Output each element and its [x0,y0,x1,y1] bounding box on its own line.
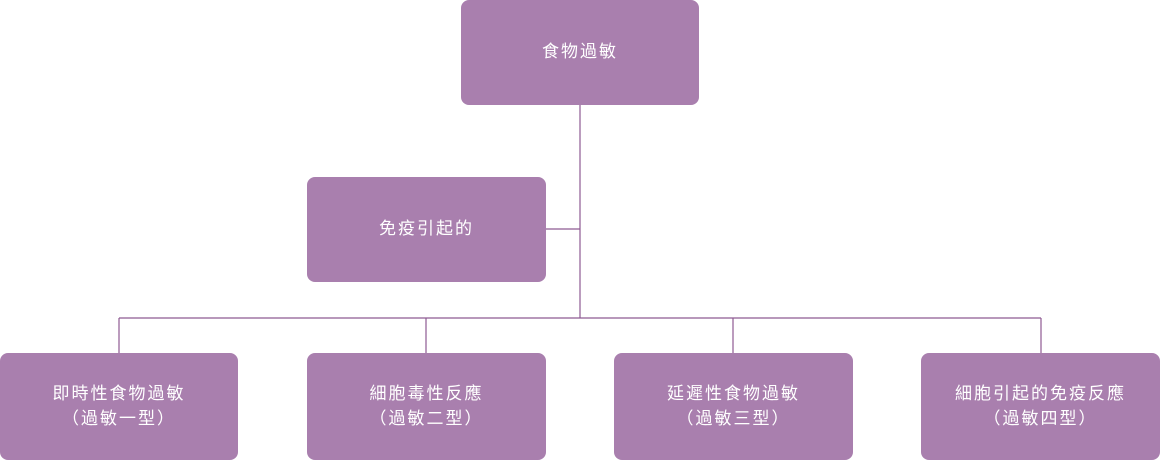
node-sublabel: （過敏三型） [676,408,791,429]
node-type-1-allergy: 即時性食物過敏 （過敏一型） [0,353,238,460]
node-sublabel: （過敏四型） [983,408,1098,429]
node-label: 免疫引起的 [379,219,474,239]
node-label: 食物過敏 [542,42,618,62]
node-food-allergy: 食物過敏 [461,0,699,105]
node-label: 細胞引起的免疫反應 [955,383,1126,404]
node-sublabel: （過敏一型） [62,408,176,429]
node-label: 即時性食物過敏 [52,383,186,404]
node-sublabel: （過敏二型） [369,408,484,429]
node-type-4-allergy: 細胞引起的免疫反應 （過敏四型） [921,353,1160,460]
node-label: 細胞毒性反應 [369,383,484,404]
node-type-2-allergy: 細胞毒性反應 （過敏二型） [307,353,546,460]
node-label: 延遲性食物過敏 [667,383,800,404]
node-type-3-allergy: 延遲性食物過敏 （過敏三型） [614,353,853,460]
node-immune-mediated: 免疫引起的 [307,177,546,282]
